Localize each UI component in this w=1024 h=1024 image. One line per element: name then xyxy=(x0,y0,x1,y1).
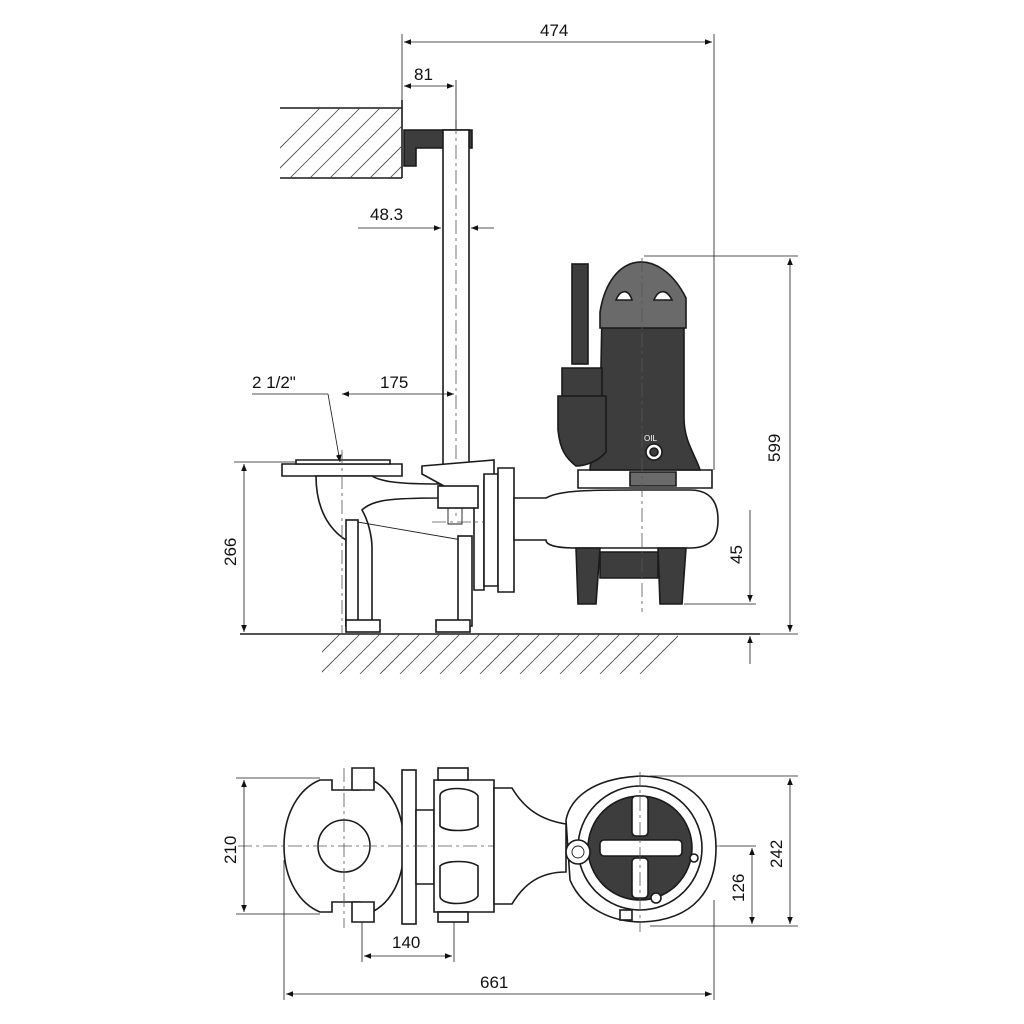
dim-266: 266 xyxy=(221,538,240,566)
dim-140: 140 xyxy=(392,933,420,952)
dim-661: 661 xyxy=(480,973,508,992)
pump-body: OIL xyxy=(513,258,719,612)
top-view-pump xyxy=(565,772,717,932)
dim-126: 126 xyxy=(729,874,748,902)
dim-474: 474 xyxy=(540,21,568,40)
top-view-coupling xyxy=(238,767,720,928)
dim-thread: 2 1/2" xyxy=(252,373,296,392)
floor-hatching xyxy=(240,633,760,674)
dim-48-3: 48.3 xyxy=(370,205,403,224)
dim-599: 599 xyxy=(765,434,784,462)
dim-81: 81 xyxy=(414,65,433,84)
dim-210: 210 xyxy=(221,836,240,864)
wall-hatching xyxy=(280,100,403,179)
top-view-dimensions: 210 242 126 140 661 xyxy=(221,775,798,1000)
coupling-foot xyxy=(281,450,515,634)
dim-45: 45 xyxy=(727,545,746,564)
side-view-dimensions: 474 81 48.3 2 1/2" 175 266 599 45 xyxy=(221,21,798,664)
dim-242: 242 xyxy=(767,840,786,868)
dim-175: 175 xyxy=(380,373,408,392)
guide-rail-pipe xyxy=(442,120,470,520)
oil-label: OIL xyxy=(644,434,657,443)
